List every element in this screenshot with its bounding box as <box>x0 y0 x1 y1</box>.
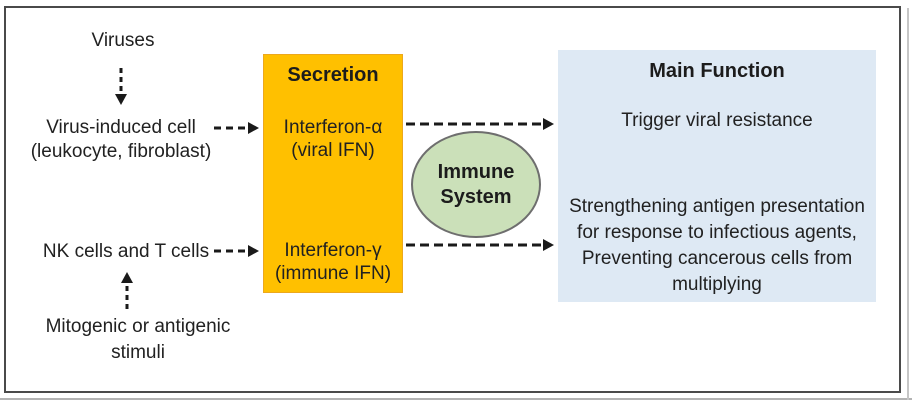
main-function-title: Main Function <box>649 60 785 82</box>
nk-t-cells-label: NK cells and T cells <box>42 241 210 262</box>
stimuli-label: Mitogenic or antigenic stimuli <box>28 314 248 366</box>
immune-system-line1: Immune <box>437 160 515 183</box>
stimuli-line2: stimuli <box>111 342 165 363</box>
virus-induced-cell-label: Virus-induced cell (leukocyte, fibroblas… <box>17 116 225 164</box>
interferon-gamma-line1: Interferon-γ <box>284 240 382 261</box>
stimuli-line1: Mitogenic or antigenic <box>45 316 231 337</box>
interferon-gamma-label: Interferon-γ (immune IFN) <box>264 239 402 285</box>
main-function-item1: Trigger viral resistance <box>621 110 813 131</box>
diagram-frame <box>4 6 901 393</box>
virus-induced-cell-line2: (leukocyte, fibroblast) <box>30 141 212 162</box>
main-function-item2-line3: Preventing cancerous cells from <box>581 248 853 269</box>
interferon-alpha-line1: Interferon-α <box>283 117 383 138</box>
window-right-edge <box>907 8 909 400</box>
main-function-item2: Strengthening antigen presentation for r… <box>558 194 876 298</box>
main-function-box: Main Function Trigger viral resistance S… <box>558 50 876 302</box>
interferon-alpha-line2: (viral IFN) <box>291 140 375 161</box>
main-function-item2-line4: multiplying <box>672 274 762 295</box>
main-function-item2-line2: for response to infectious agents, <box>577 222 857 243</box>
virus-induced-cell-line1: Virus-induced cell <box>46 117 196 138</box>
interferon-gamma-line2: (immune IFN) <box>274 263 392 284</box>
immune-system-ellipse: Immune System <box>411 131 541 238</box>
secretion-box: Secretion Interferon-α (viral IFN) Inter… <box>263 54 403 293</box>
secretion-title: Secretion <box>287 64 379 86</box>
window-bottom-edge <box>0 398 912 400</box>
viruses-label: Viruses <box>91 30 155 51</box>
immune-system-line2: System <box>440 185 512 208</box>
interferon-alpha-label: Interferon-α (viral IFN) <box>264 116 402 162</box>
main-function-item2-line1: Strengthening antigen presentation <box>569 196 865 217</box>
